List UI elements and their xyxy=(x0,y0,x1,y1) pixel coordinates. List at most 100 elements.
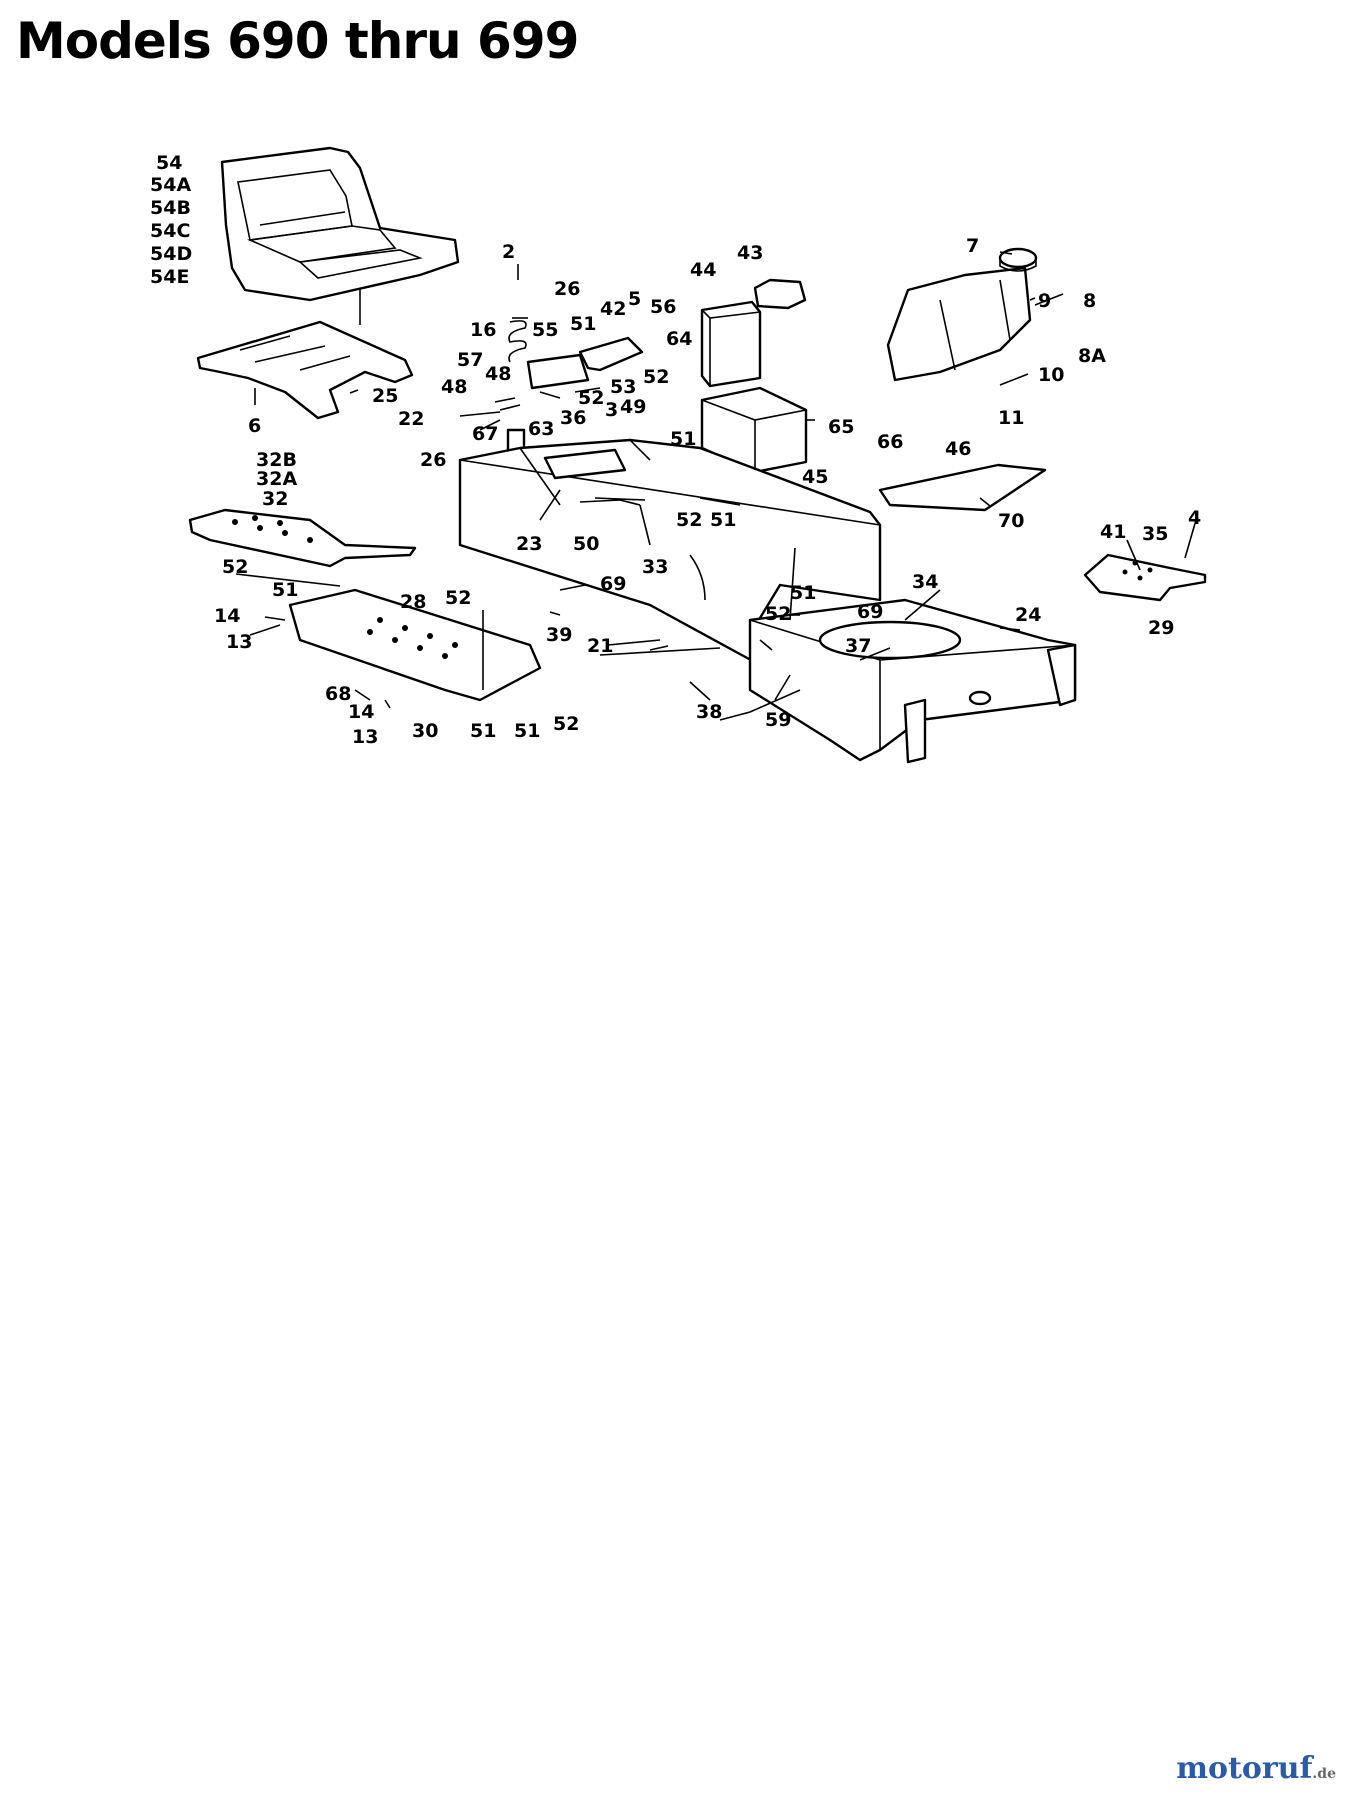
watermark-brand: motoruf xyxy=(1176,1751,1313,1786)
seat-hinge-part xyxy=(494,336,644,454)
callout-14b: 14 xyxy=(348,701,374,723)
callout-7: 7 xyxy=(966,235,979,257)
callout-51f: 51 xyxy=(470,720,496,742)
callout-28: 28 xyxy=(400,591,426,613)
callout-65: 65 xyxy=(828,416,854,438)
callout-54d: 54D xyxy=(150,243,192,265)
callout-52e: 52 xyxy=(445,587,471,609)
callout-9: 9 xyxy=(1038,290,1051,312)
callout-22: 22 xyxy=(398,408,424,430)
callout-32a: 32A xyxy=(256,468,297,490)
callout-52f: 52 xyxy=(765,603,791,625)
callout-57: 57 xyxy=(457,349,483,371)
callout-21: 21 xyxy=(587,635,613,657)
callout-8a: 8A xyxy=(1078,345,1106,367)
callout-13b: 13 xyxy=(352,726,378,748)
callout-69b: 69 xyxy=(857,601,883,623)
seat-bracket-part xyxy=(196,320,414,420)
callout-51a: 51 xyxy=(570,313,596,335)
callout-23: 23 xyxy=(516,533,542,555)
callout-68: 68 xyxy=(325,683,351,705)
callout-51c: 51 xyxy=(710,509,736,531)
fender-plate-part xyxy=(878,463,1047,512)
motoruf-watermark: motoruf.de xyxy=(1176,1751,1336,1786)
callout-55: 55 xyxy=(532,319,558,341)
callout-32: 32 xyxy=(262,488,288,510)
callout-52a: 52 xyxy=(643,366,669,388)
callout-11: 11 xyxy=(998,407,1024,429)
callout-56: 56 xyxy=(650,296,676,318)
callout-54a: 54A xyxy=(150,174,191,196)
callout-53: 53 xyxy=(610,376,636,398)
callout-51b: 51 xyxy=(670,428,696,450)
callout-29: 29 xyxy=(1148,617,1174,639)
callout-4: 4 xyxy=(1188,507,1201,529)
callout-66: 66 xyxy=(877,431,903,453)
callout-52c: 52 xyxy=(676,509,702,531)
seat-part xyxy=(220,146,460,302)
callout-43: 43 xyxy=(737,242,763,264)
step-plate-part xyxy=(288,588,542,702)
callout-54b: 54B xyxy=(150,197,191,219)
callout-36: 36 xyxy=(560,407,586,429)
fuel-tank-part xyxy=(886,247,1038,382)
callout-33: 33 xyxy=(642,556,668,578)
callout-34: 34 xyxy=(912,571,938,593)
callout-6: 6 xyxy=(248,415,261,437)
callout-70: 70 xyxy=(998,510,1024,532)
rod-part xyxy=(599,639,721,656)
callout-52g: 52 xyxy=(553,713,579,735)
callout-42: 42 xyxy=(600,298,626,320)
callout-8: 8 xyxy=(1083,290,1096,312)
spring-part xyxy=(508,317,528,363)
callout-24: 24 xyxy=(1015,604,1041,626)
battery-part xyxy=(700,278,807,388)
callout-32b: 32B xyxy=(256,449,297,471)
callout-44: 44 xyxy=(690,259,716,281)
callout-45: 45 xyxy=(802,466,828,488)
callout-5: 5 xyxy=(628,288,641,310)
callout-38: 38 xyxy=(696,701,722,723)
callout-35: 35 xyxy=(1142,523,1168,545)
callout-52b: 52 xyxy=(578,387,604,409)
callout-64: 64 xyxy=(666,328,692,350)
frame-rail-part xyxy=(748,598,1077,764)
callout-39: 39 xyxy=(546,624,572,646)
callout-50: 50 xyxy=(573,533,599,555)
callout-3: 3 xyxy=(605,399,618,421)
callout-49: 49 xyxy=(620,396,646,418)
callout-14a: 14 xyxy=(214,605,240,627)
callout-51g: 51 xyxy=(514,720,540,742)
callout-10: 10 xyxy=(1038,364,1064,386)
callout-67: 67 xyxy=(472,423,498,445)
callout-16: 16 xyxy=(470,319,496,341)
callout-54e: 54E xyxy=(150,266,189,288)
callout-2: 2 xyxy=(502,241,515,263)
watermark-suffix: .de xyxy=(1312,1766,1336,1782)
callout-46: 46 xyxy=(945,438,971,460)
leader-lines xyxy=(235,251,1197,721)
callout-13a: 13 xyxy=(226,631,252,653)
callout-48b: 48 xyxy=(441,376,467,398)
callout-54: 54 xyxy=(156,152,182,174)
callout-25: 25 xyxy=(372,385,398,407)
callout-26a: 26 xyxy=(554,278,580,300)
callout-41: 41 xyxy=(1100,521,1126,543)
callout-52d: 52 xyxy=(222,556,248,578)
callout-37: 37 xyxy=(845,635,871,657)
callout-63: 63 xyxy=(528,418,554,440)
callout-30: 30 xyxy=(412,720,438,742)
footrest-left-part xyxy=(188,508,417,568)
callout-48a: 48 xyxy=(485,363,511,385)
callout-54c: 54C xyxy=(150,220,190,242)
footrest-right-part xyxy=(1083,553,1207,602)
callout-59: 59 xyxy=(765,709,791,731)
callout-labels: 54 54A 54B 54C 54D 54E 2 43 44 7 9 8 8A … xyxy=(150,152,1201,748)
callout-69a: 69 xyxy=(600,573,626,595)
callout-51e: 51 xyxy=(790,582,816,604)
callout-51d: 51 xyxy=(272,579,298,601)
callout-26b: 26 xyxy=(420,449,446,471)
frame-part xyxy=(458,438,882,667)
page-title: Models 690 thru 699 xyxy=(16,12,579,70)
